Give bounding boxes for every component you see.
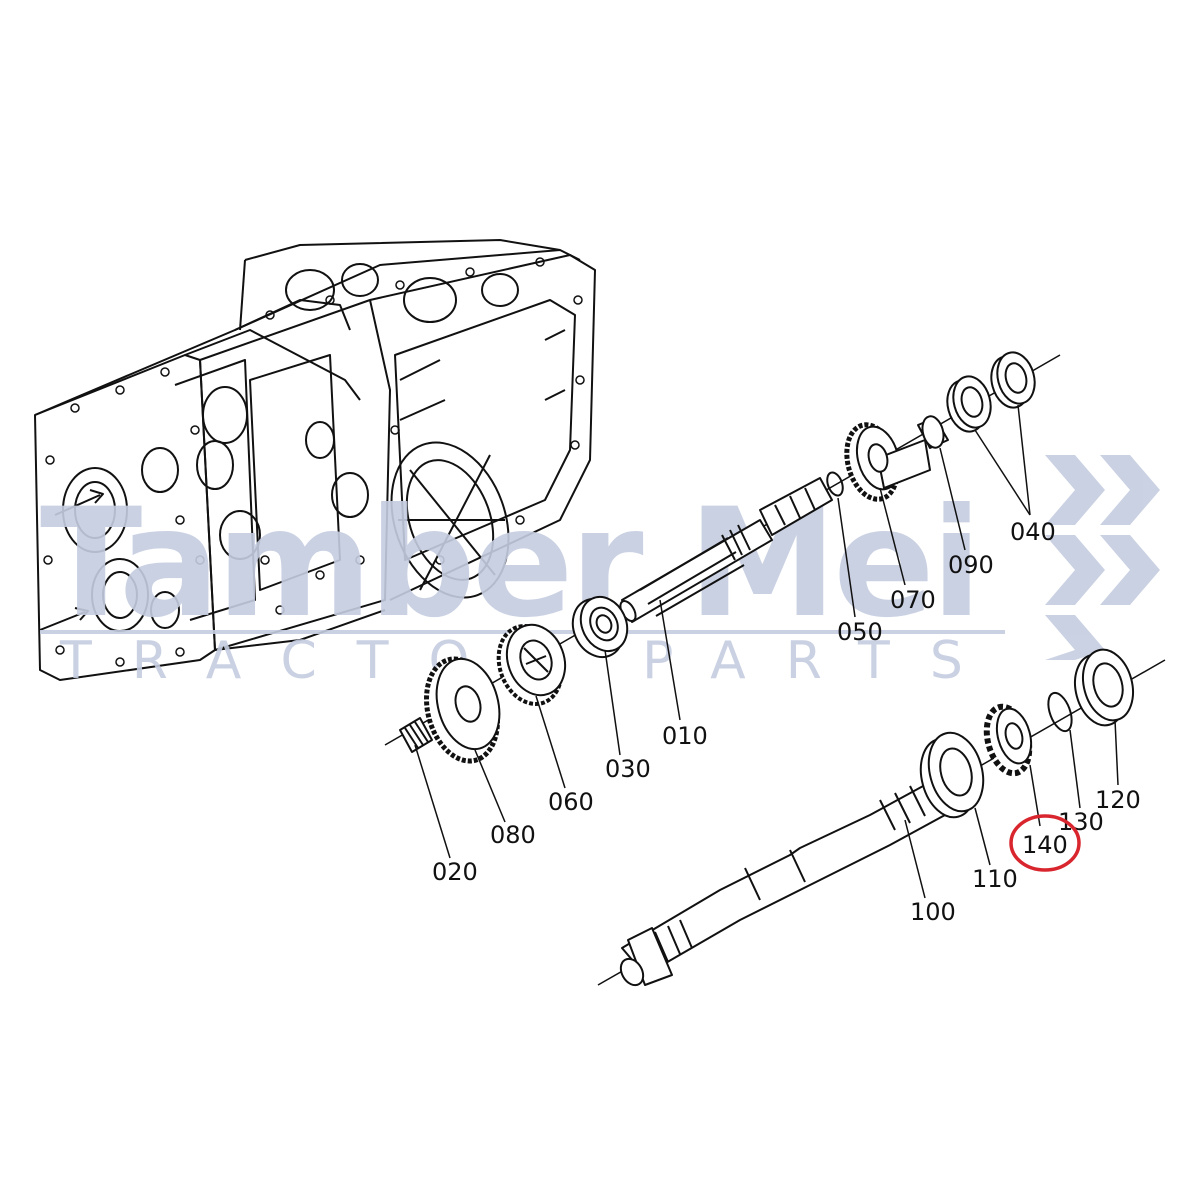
part-label-020: 020 xyxy=(432,858,478,886)
circlip-130 xyxy=(1047,691,1073,733)
part-label-120: 120 xyxy=(1095,786,1141,814)
highlight-circle xyxy=(1009,814,1081,872)
part-label-080: 080 xyxy=(490,821,536,849)
transmission-housing xyxy=(34,239,596,681)
part-label-070: 070 xyxy=(890,586,936,614)
watermark: Tamber Mei TRACTOR PARTS xyxy=(40,455,1160,691)
main-shaft-010 xyxy=(619,477,833,623)
output-shaft-100 xyxy=(619,784,946,987)
part-label-060: 060 xyxy=(548,788,594,816)
bearing-040-b xyxy=(990,351,1036,409)
bearing-030 xyxy=(571,595,629,659)
leader-lines xyxy=(414,404,1119,899)
part-label-140: 140 xyxy=(1022,831,1068,859)
gear-140 xyxy=(983,703,1033,777)
bearing-110 xyxy=(919,731,985,819)
part-label-030: 030 xyxy=(605,755,651,783)
part-label-100: 100 xyxy=(910,898,956,926)
part-label-050: 050 xyxy=(837,618,883,646)
needle-bearing-020 xyxy=(399,717,433,753)
circlip-050 xyxy=(826,471,844,497)
part-label-010: 010 xyxy=(662,722,708,750)
spacer-090 xyxy=(917,415,949,449)
bearing-040-a xyxy=(946,375,992,433)
gear-060 xyxy=(496,623,567,706)
lower-shaft-assembly xyxy=(597,648,1166,987)
part-label-110: 110 xyxy=(972,865,1018,893)
chevron-icon xyxy=(1045,455,1160,660)
watermark-brand: Tamber Mei xyxy=(40,477,978,651)
upper-shaft-assembly xyxy=(384,351,1061,764)
gear-070 xyxy=(844,422,931,502)
bearing-120 xyxy=(1074,648,1134,727)
part-label-040: 040 xyxy=(1010,518,1056,546)
gear-080 xyxy=(424,656,501,764)
part-labels: 010 020 030 040 050 060 070 080 090 100 … xyxy=(432,518,1141,926)
part-label-090: 090 xyxy=(948,551,994,579)
